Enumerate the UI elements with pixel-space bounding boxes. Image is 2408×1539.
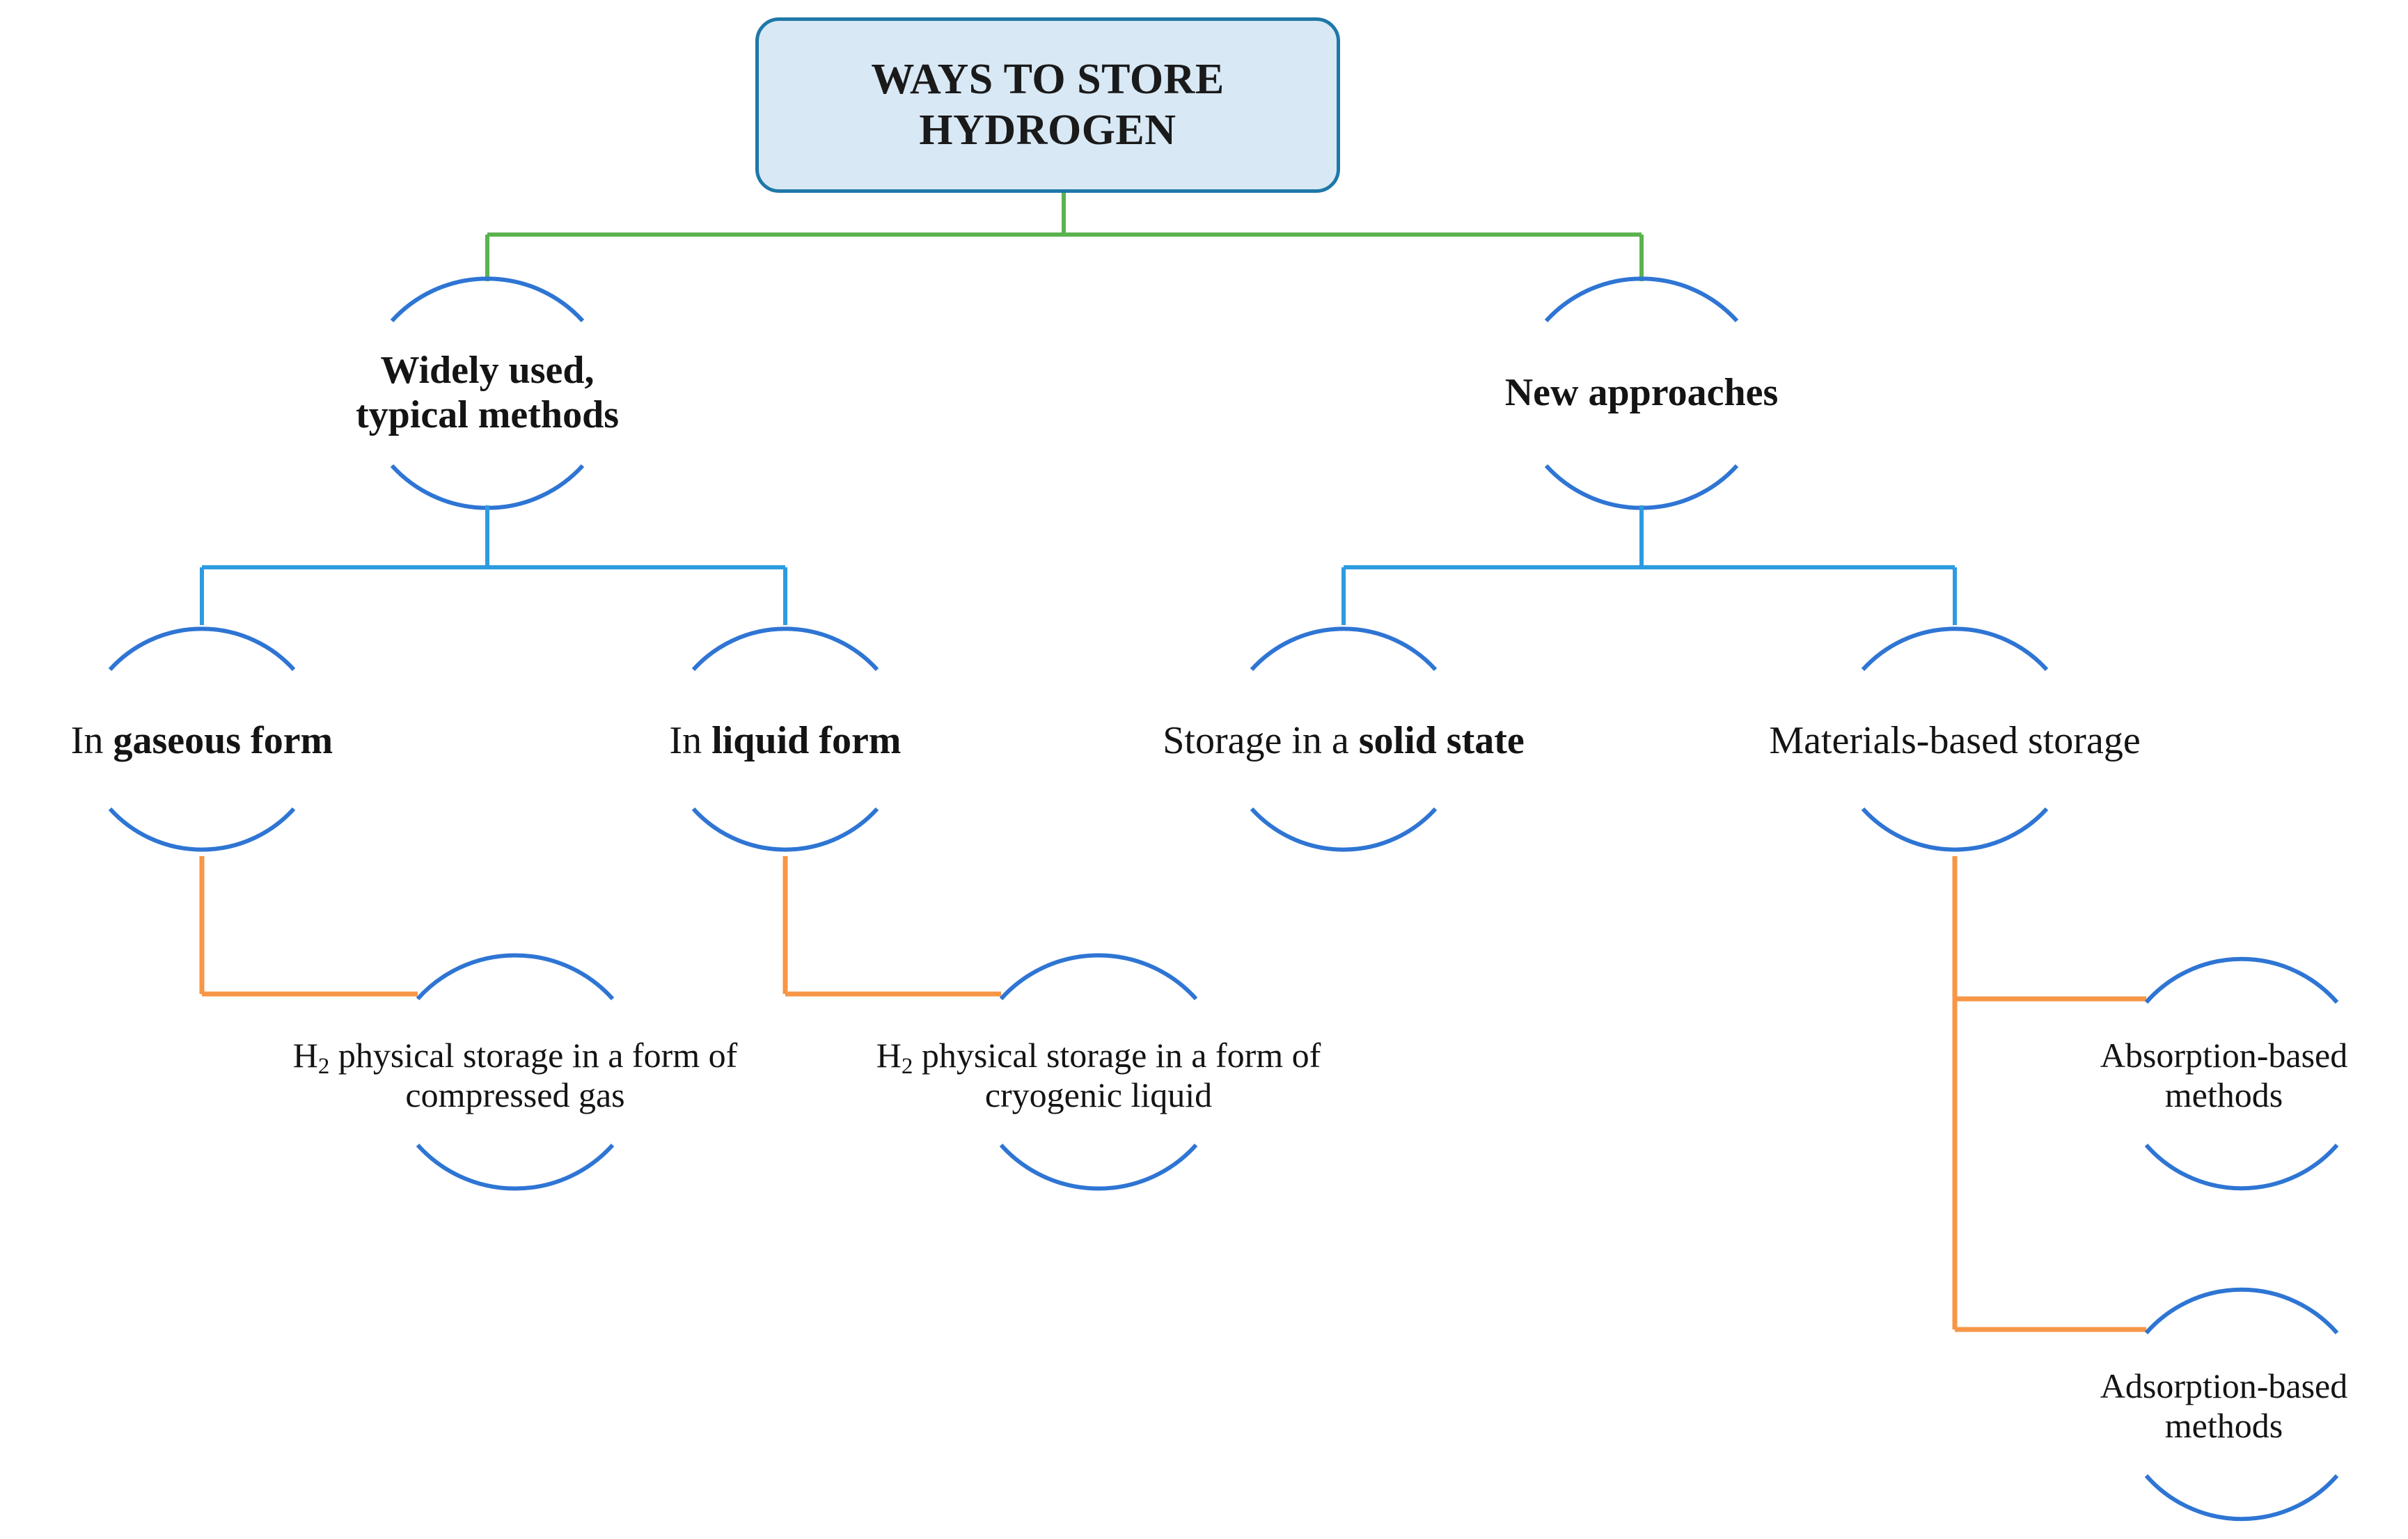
in-liquid-form-emphasis: liquid form bbox=[711, 719, 902, 763]
node-shape-h2-compressed-gas bbox=[416, 953, 615, 1191]
node-shape-storage-in-a-solid-state bbox=[1250, 626, 1438, 852]
node-in-gaseous-form[interactable]: In gaseous form bbox=[0, 703, 432, 780]
root-label-line2: HYDROGEN bbox=[919, 106, 1177, 154]
storage-solid-state-prefix: Storage in a bbox=[1163, 719, 1359, 763]
h2-cryogenic-symbol: H bbox=[876, 1036, 902, 1075]
h2-compressed-rest: physical storage in a form of compressed… bbox=[329, 1036, 738, 1114]
node-absorption-based-methods[interactable]: Absorption-based methods bbox=[2040, 1016, 2408, 1135]
node-h2-cryogenic-liquid[interactable]: H2 physical storage in a form of cryogen… bbox=[827, 1016, 1370, 1135]
node-label-h2-compressed-gas: H2 physical storage in a form of compres… bbox=[244, 1036, 787, 1115]
node-shape-in-liquid-form bbox=[691, 626, 879, 852]
node-label-absorption-based-methods: Absorption-based methods bbox=[2100, 1036, 2348, 1114]
node-label-in-gaseous-form: In gaseous form bbox=[0, 719, 432, 764]
root-label-line1: WAYS TO STORE bbox=[871, 55, 1225, 103]
node-h2-compressed-gas[interactable]: H2 physical storage in a form of compres… bbox=[244, 1016, 787, 1135]
node-shape-absorption-based-methods bbox=[2144, 956, 2339, 1191]
node-storage-in-a-solid-state[interactable]: Storage in a solid state bbox=[1128, 679, 1559, 804]
node-shape-h2-cryogenic-liquid bbox=[999, 953, 1198, 1191]
node-shape-materials-based-storage bbox=[1861, 626, 2049, 852]
node-shape-in-gaseous-form bbox=[108, 626, 296, 852]
node-label-adsorption-based-methods: Adsorption-based methods bbox=[2100, 1366, 2348, 1445]
node-in-liquid-form[interactable]: In liquid form bbox=[556, 703, 1015, 780]
node-label-widely-used-typical-methods: Widely used, typical methods bbox=[356, 349, 619, 436]
node-label-in-liquid-form: In liquid form bbox=[556, 719, 1015, 764]
connector-level2-to-level3-right bbox=[1341, 505, 1957, 625]
node-label-storage-in-a-solid-state: Storage in a solid state bbox=[1128, 719, 1559, 764]
node-label-h2-cryogenic-liquid: H2 physical storage in a form of cryogen… bbox=[827, 1036, 1370, 1115]
h2-compressed-subscript: 2 bbox=[317, 1054, 330, 1080]
node-shape-adsorption-based-methods bbox=[2144, 1287, 2339, 1522]
in-gaseous-form-emphasis: gaseous form bbox=[113, 719, 333, 763]
node-widely-used-typical-methods[interactable]: Widely used, typical methods bbox=[251, 327, 724, 459]
node-label-materials-based-storage: Materials-based storage bbox=[1769, 719, 2141, 763]
connector-level2-to-level3-left bbox=[200, 505, 787, 625]
connector-liquid-to-cryogenic-liquid bbox=[782, 856, 1001, 997]
connector-gaseous-to-compressed-gas bbox=[199, 856, 418, 997]
in-gaseous-form-prefix: In bbox=[70, 719, 113, 763]
node-adsorption-based-methods[interactable]: Adsorption-based methods bbox=[2040, 1347, 2408, 1465]
h2-cryogenic-subscript: 2 bbox=[901, 1054, 913, 1080]
node-materials-based-storage[interactable]: Materials-based storage bbox=[1739, 679, 2171, 804]
h2-compressed-symbol: H bbox=[292, 1036, 318, 1075]
h2-cryogenic-rest: physical storage in a form of cryogenic … bbox=[913, 1036, 1321, 1114]
connector-root-to-level2 bbox=[485, 193, 1644, 281]
node-new-approaches[interactable]: New approaches bbox=[1405, 355, 1878, 432]
node-label-new-approaches: New approaches bbox=[1504, 371, 1779, 415]
in-liquid-form-prefix: In bbox=[669, 719, 712, 763]
storage-solid-state-emphasis: solid state bbox=[1358, 719, 1525, 763]
connector-materials-to-sorption-methods bbox=[1952, 856, 2146, 1332]
